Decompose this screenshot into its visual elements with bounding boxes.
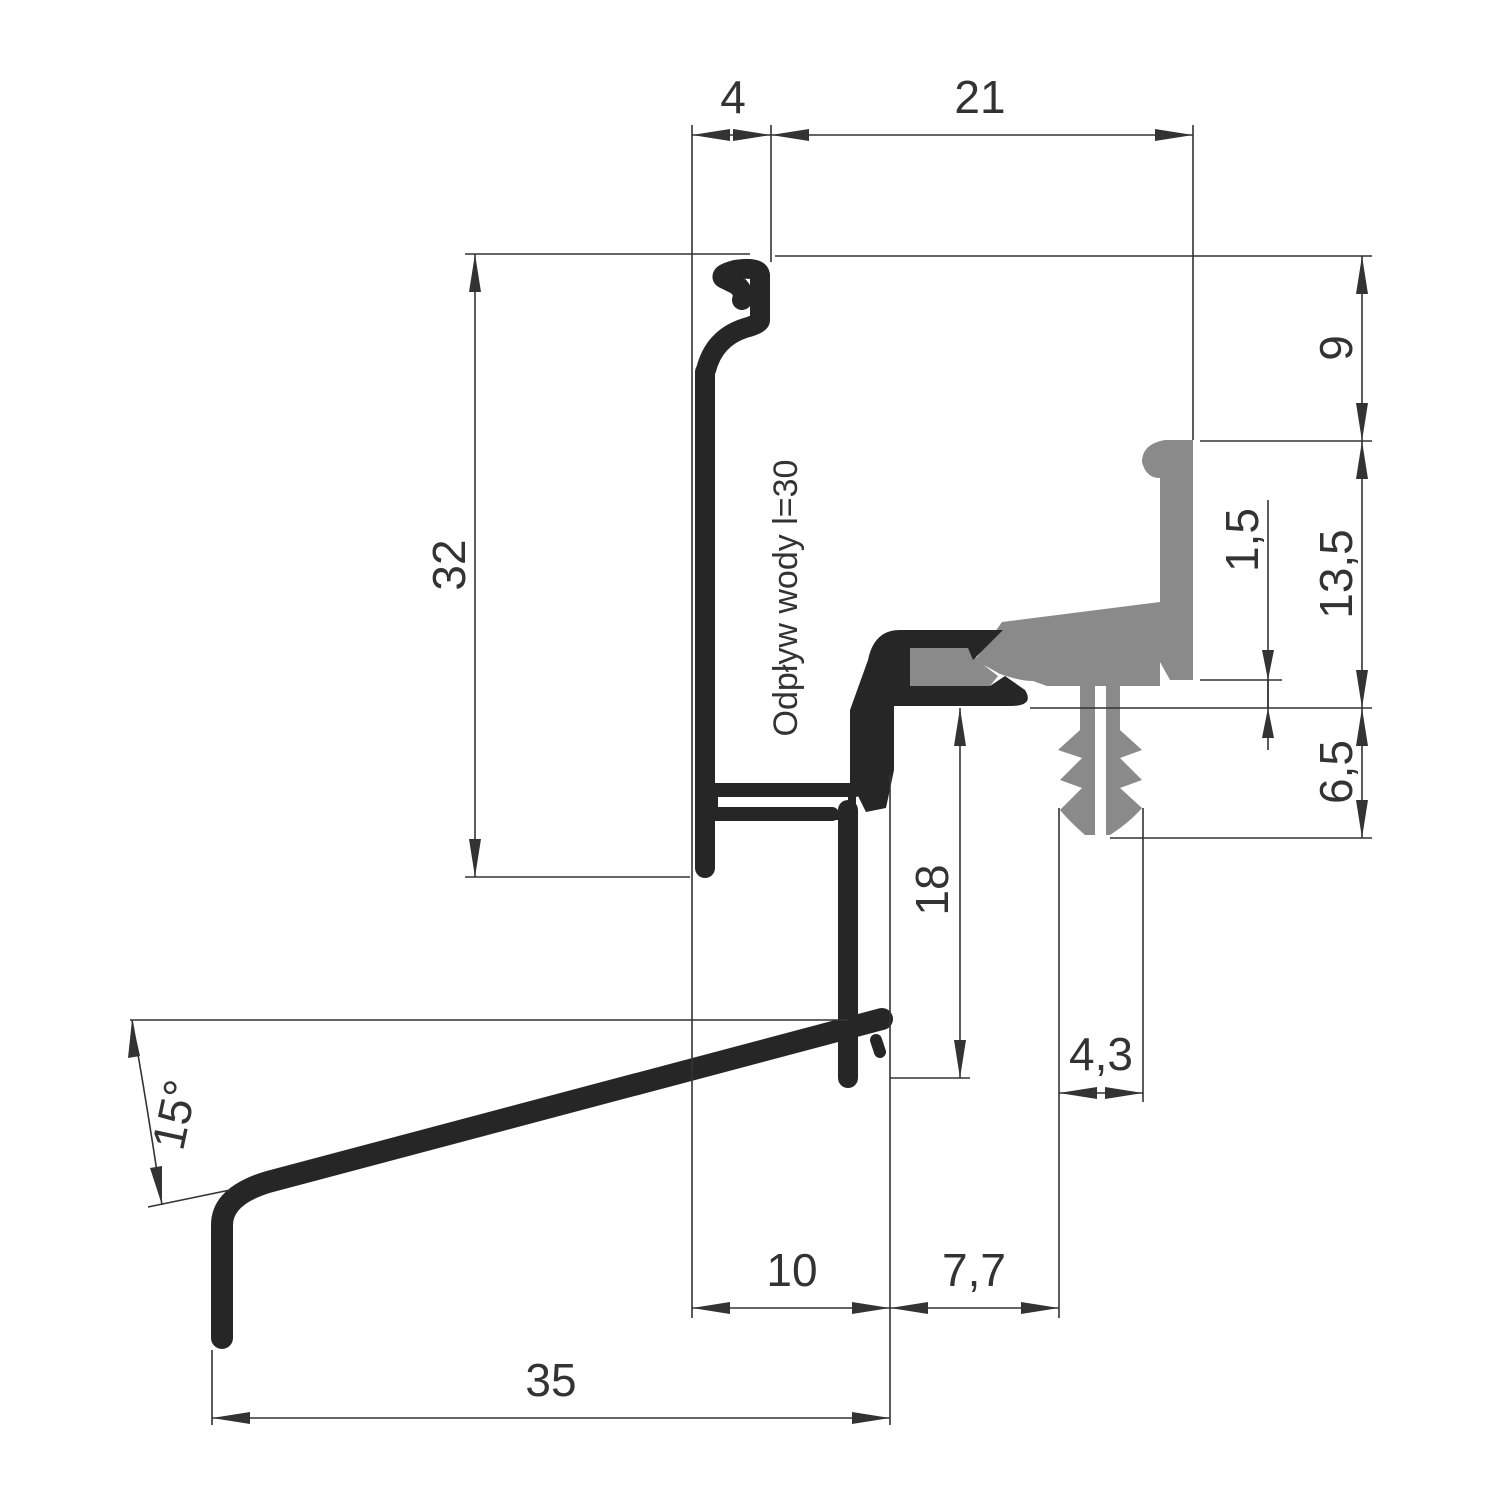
dim-label-6-5: 6,5	[1310, 740, 1362, 804]
water-drain-note: Odpływ wody l=30	[767, 460, 805, 737]
aluminium-profile	[211, 258, 1028, 1349]
dim-label-18: 18	[906, 864, 958, 915]
dim-label-10: 10	[766, 1244, 817, 1296]
dim-label-7-7: 7,7	[942, 1244, 1006, 1296]
dim-label-1-5: 1,5	[1216, 508, 1268, 572]
dim-label-21: 21	[954, 71, 1005, 123]
dim-line-set	[131, 134, 1363, 1419]
profile-stem-tip	[870, 1034, 886, 1058]
dimension-lines	[128, 125, 1372, 1425]
profile-sill	[211, 1008, 893, 1349]
gasket-insert	[910, 648, 998, 686]
dim-label-32: 32	[423, 539, 475, 590]
extension-lines	[130, 125, 1372, 1425]
dim-label-35: 35	[525, 1354, 576, 1406]
gasket-profile	[910, 440, 1193, 835]
gasket-barb-right	[1106, 686, 1142, 835]
dim-label-9: 9	[1310, 335, 1362, 361]
dim-label-13-5: 13,5	[1310, 529, 1362, 619]
gasket-upper	[975, 440, 1193, 686]
dimension-labels: 4 21 9 13,5 1,5 6,5 32 18 4,3 10 7,7 35 …	[142, 71, 1362, 1406]
dim-label-4: 4	[720, 71, 746, 123]
arrowheads	[128, 129, 1368, 1424]
dim-label-4-3: 4,3	[1069, 1028, 1133, 1080]
profile-clip	[850, 630, 1028, 812]
profile-bridge-lines	[703, 783, 862, 821]
angle-label-15: 15°	[142, 1075, 207, 1154]
profile-top-hook	[696, 258, 770, 380]
gasket-barb-left	[1058, 686, 1095, 835]
